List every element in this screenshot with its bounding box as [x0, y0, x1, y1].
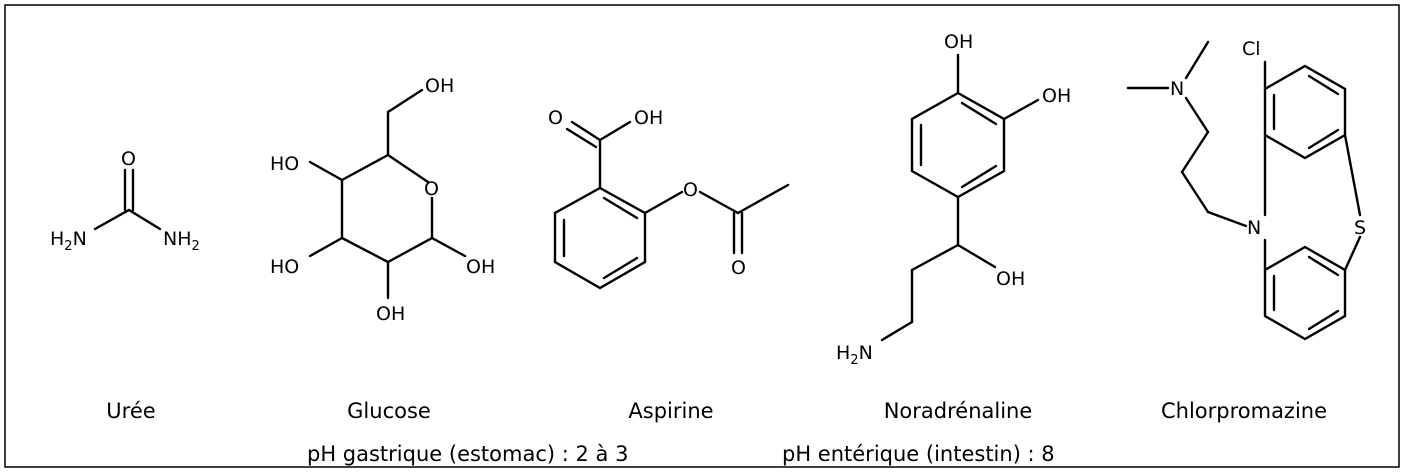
bond	[602, 196, 639, 220]
caption-chlorpromazine: Chlorpromazine	[1161, 399, 1327, 423]
bond	[1343, 235, 1362, 272]
bond	[598, 120, 632, 142]
bond	[1307, 309, 1340, 331]
molecule-aspirine: O OH O O	[548, 107, 790, 290]
bond	[340, 178, 434, 264]
bond	[430, 236, 467, 258]
bond	[340, 153, 430, 184]
atom-amine-right: NH2	[163, 228, 200, 254]
bond	[93, 208, 131, 231]
atom-chlorine: Cl	[1242, 38, 1261, 60]
atom-ho-upper: HO	[270, 153, 299, 175]
atom-sulfur: S	[1354, 217, 1366, 239]
bond	[643, 190, 684, 215]
bond	[1263, 64, 1347, 160]
bond	[910, 243, 960, 272]
atom-oh-top: OH	[425, 75, 454, 97]
bond	[1307, 128, 1340, 150]
bond	[602, 256, 639, 280]
atom-oxygen-carbonyl: O	[548, 107, 563, 129]
bond	[1263, 245, 1347, 341]
atom-oxygen: O	[121, 148, 136, 170]
bond	[308, 160, 344, 182]
caption-aspirine: Aspirine	[628, 399, 713, 423]
ph-enteric-note: pH entérique (intestin) : 8	[782, 442, 1055, 466]
caption-noradrenaline: Noradrénaline	[884, 399, 1033, 423]
atom-amine: H2N	[836, 342, 873, 368]
ph-gastric-note: pH gastrique (estomac) : 2 à 3	[307, 442, 628, 466]
bond	[1307, 255, 1340, 277]
caption-glucose: Glucose	[347, 399, 431, 423]
bond	[880, 320, 914, 342]
bond	[565, 127, 598, 149]
bond	[1002, 98, 1040, 121]
bond	[956, 243, 997, 269]
bond	[553, 186, 647, 290]
bond	[910, 91, 1006, 199]
bond	[308, 236, 344, 258]
bond	[386, 88, 424, 114]
atom-oh-top: OH	[944, 31, 973, 53]
atom-oxygen-ester: O	[683, 179, 698, 201]
atom-oh-acid: OH	[634, 107, 663, 129]
atom-ho-lower: HO	[270, 256, 299, 278]
bond	[1184, 96, 1210, 134]
atom-oh-bottom: OH	[376, 303, 405, 325]
atom-oxygen-ketone: O	[731, 257, 746, 279]
bond	[127, 208, 162, 231]
figure-border	[4, 4, 1400, 468]
bond	[1307, 74, 1340, 96]
atom-amine-left: H2N	[50, 228, 87, 254]
bond	[960, 101, 998, 126]
bond	[1206, 210, 1248, 228]
bond	[1184, 40, 1210, 80]
bond	[960, 164, 998, 189]
atom-oh-side: OH	[996, 268, 1025, 290]
bond	[1180, 130, 1210, 174]
molecule-chlorpromazine: N Cl N S	[1126, 38, 1366, 341]
atom-oh-right: OH	[466, 256, 495, 278]
bond	[1180, 170, 1210, 214]
bond	[570, 120, 602, 142]
caption-uree: Urée	[106, 399, 155, 423]
atom-oh-right: OH	[1042, 85, 1071, 107]
atom-ring-oxygen: O	[424, 178, 439, 200]
bond	[1343, 133, 1362, 217]
molecule-noradrenaline: OH OH OH H2N	[836, 31, 1071, 368]
molecule-uree: O H2N NH2	[50, 148, 200, 254]
atom-ring-nitrogen: N	[1247, 217, 1261, 239]
bond	[736, 183, 790, 215]
bond	[698, 190, 740, 215]
atom-amine-nitrogen: N	[1170, 78, 1184, 100]
molecule-glucose: OH HO O HO OH OH	[270, 75, 495, 325]
